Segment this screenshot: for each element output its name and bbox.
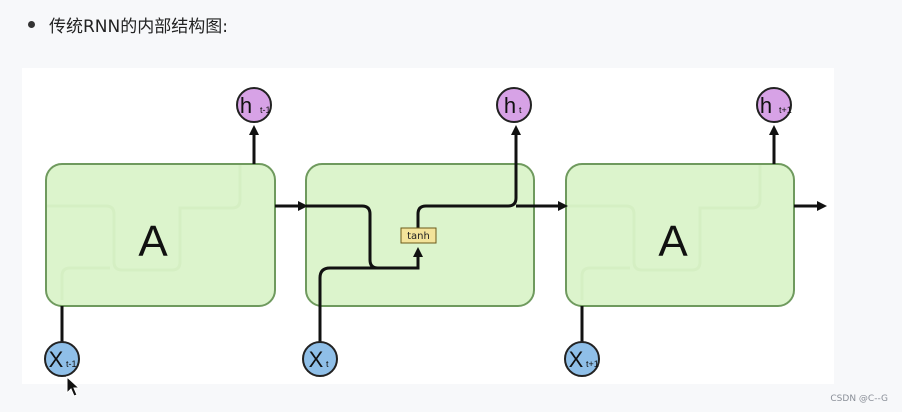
watermark: CSDN @C--G xyxy=(830,394,888,404)
rnn-diagram-svg: A A xyxy=(44,87,827,377)
input-2-sub: t xyxy=(326,359,329,369)
mouse-cursor-icon xyxy=(66,376,81,397)
output-3-base: h xyxy=(760,93,772,118)
connections xyxy=(60,125,827,346)
output-h-t-minus-1: h t-1 xyxy=(236,87,272,123)
input-3-base: X xyxy=(569,347,584,372)
rnn-cell-3: A xyxy=(565,163,795,307)
input-1-sub: t-1 xyxy=(66,359,77,369)
output-h-t-plus-1: h t+1 xyxy=(756,87,792,123)
input-2-base: X xyxy=(309,347,324,372)
cell-3-label: A xyxy=(658,217,688,266)
input-3-sub: t+1 xyxy=(586,359,599,369)
output-2-base: h xyxy=(504,93,516,118)
rnn-cell-1: A xyxy=(45,163,276,307)
input-x-t-plus-1: X t+1 xyxy=(564,341,600,377)
bullet-dot xyxy=(28,21,35,28)
tanh-label: tanh xyxy=(407,231,430,242)
input-x-t: X t xyxy=(302,341,338,377)
input-x-t-minus-1: X t-1 xyxy=(44,341,80,377)
output-3-sub: t+1 xyxy=(779,105,792,115)
output-1-sub: t-1 xyxy=(260,105,271,115)
heading-text: 传统RNN的内部结构图: xyxy=(49,17,228,37)
output-h-t: h t xyxy=(496,87,532,123)
tanh-box: tanh xyxy=(400,227,437,244)
input-1-base: X xyxy=(49,347,64,372)
cell-1-label: A xyxy=(138,217,168,266)
bullet-item: 传统RNN的内部结构图: xyxy=(28,12,228,37)
output-1-base: h xyxy=(240,93,252,118)
output-2-sub: t xyxy=(519,105,522,115)
rnn-diagram: A A xyxy=(22,68,834,384)
